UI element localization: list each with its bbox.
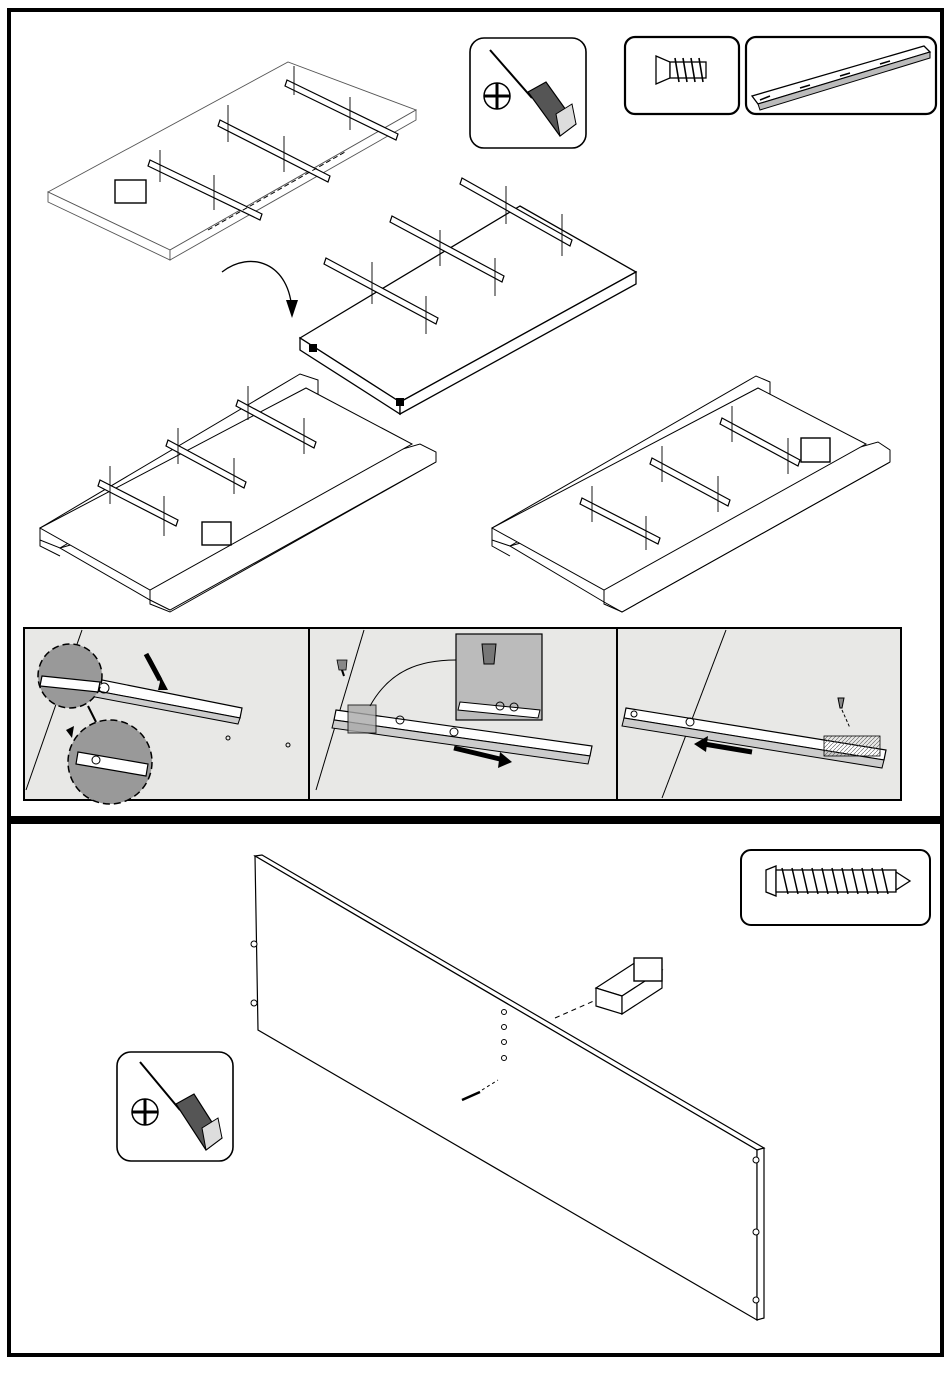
label-box-4 [634, 958, 662, 981]
label-box-3 [801, 438, 830, 462]
label-box-1 [115, 180, 146, 203]
long-screw-icon [741, 850, 930, 925]
drawer-slide-rail-icon [746, 37, 936, 114]
phillips-screwdriver-icon-2 [117, 1052, 233, 1161]
screw-icon [625, 37, 739, 114]
label-box-2 [202, 522, 231, 545]
phillips-screwdriver-icon [470, 38, 586, 148]
